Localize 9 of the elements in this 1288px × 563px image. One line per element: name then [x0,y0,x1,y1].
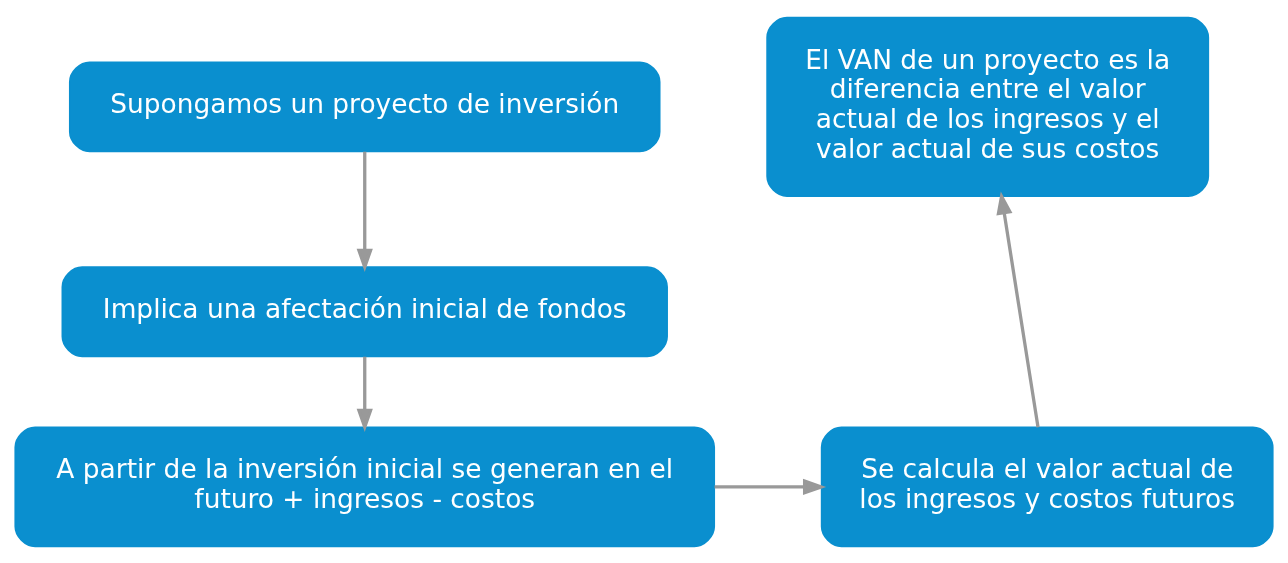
arrow [714,478,827,495]
node-box: El VAN de un proyecto es la diferencia entre el valor actual de los ingresos y el valor actual de sus costos [766,16,1210,197]
node-box: Implica una afectación inicial de fondos [61,265,668,357]
node-box: Supongamos un proyecto de inversión [68,60,661,152]
node-box: Se calcula el valor actual de los ingresos y costos futuros [820,426,1274,547]
node-box: A partir de la inversión inicial se generan en el futuro + ingresos - costos [14,426,716,547]
arrow [996,190,1040,427]
arrow [356,356,373,432]
arrow [356,151,373,272]
